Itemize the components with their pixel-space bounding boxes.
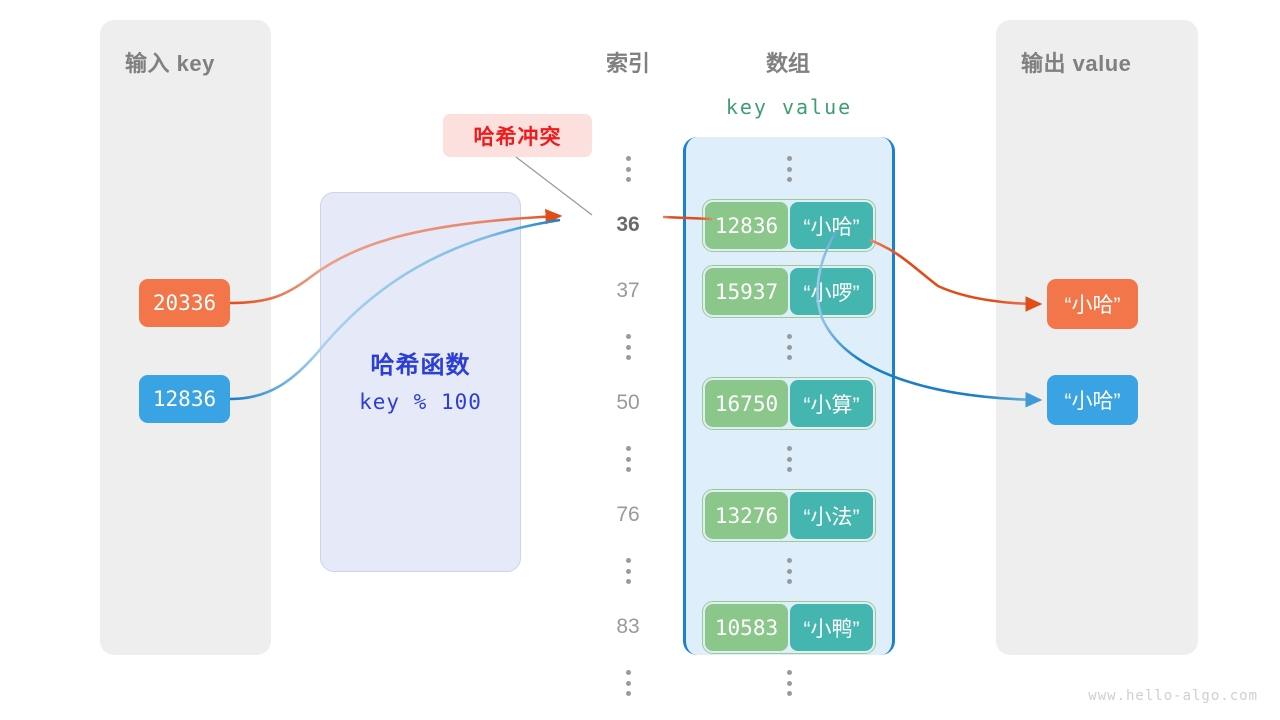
array-column-header: 数组 — [765, 51, 810, 76]
collision-leader-line — [515, 156, 593, 216]
bucket-key: 13276 — [705, 492, 788, 539]
bucket-value: “小啰” — [790, 268, 873, 315]
index-label-76: 76 — [616, 503, 640, 526]
hash-function-expression: key % 100 — [359, 390, 482, 414]
array-ellipsis — [754, 334, 824, 360]
index-label-36: 36 — [616, 213, 640, 236]
bucket-value: “小鸭” — [790, 604, 873, 651]
index-label-50: 50 — [616, 391, 640, 414]
output-value-pill-2: “小哈” — [1047, 375, 1138, 425]
input-key-pill-1: 20336 — [139, 279, 230, 327]
bucket-37[interactable]: 15937“小啰” — [702, 265, 876, 318]
input-key-pill-2: 12836 — [139, 375, 230, 423]
output-value-pill-1: “小哈” — [1047, 279, 1138, 329]
bucket-76[interactable]: 13276“小法” — [702, 489, 876, 542]
index-label-37: 37 — [616, 279, 640, 302]
bucket-83[interactable]: 10583“小鸭” — [702, 601, 876, 654]
bucket-key: 10583 — [705, 604, 788, 651]
bucket-36[interactable]: 12836“小哈” — [702, 199, 876, 252]
index-ellipsis — [593, 558, 663, 584]
bucket-key: 15937 — [705, 268, 788, 315]
array-ellipsis — [754, 558, 824, 584]
index-ellipsis — [593, 156, 663, 182]
array-ellipsis — [754, 156, 824, 182]
hash-collision-badge: 哈希冲突 — [443, 114, 592, 157]
bucket-value: “小法” — [790, 492, 873, 539]
index-ellipsis — [593, 334, 663, 360]
array-ellipsis — [754, 446, 824, 472]
input-key-panel-title: 输入 key — [125, 51, 215, 76]
watermark: www.hello-algo.com — [1088, 688, 1258, 704]
output-value-panel-title: 输出 value — [1021, 51, 1132, 76]
index-ellipsis — [593, 670, 663, 696]
input-key-panel — [100, 20, 271, 655]
array-ellipsis — [754, 670, 824, 696]
bucket-50[interactable]: 16750“小算” — [702, 377, 876, 430]
bucket-key: 12836 — [705, 202, 788, 249]
hash-function-panel: 哈希函数 key % 100 — [320, 192, 521, 572]
index-ellipsis — [593, 446, 663, 472]
key-value-header: key value — [725, 95, 853, 119]
output-value-panel — [996, 20, 1198, 655]
bucket-value: “小算” — [790, 380, 873, 427]
bucket-key: 16750 — [705, 380, 788, 427]
index-column-header: 索引 — [605, 51, 650, 76]
bucket-value: “小哈” — [790, 202, 873, 249]
index-label-83: 83 — [616, 615, 640, 638]
hash-function-title: 哈希函数 — [370, 352, 471, 379]
